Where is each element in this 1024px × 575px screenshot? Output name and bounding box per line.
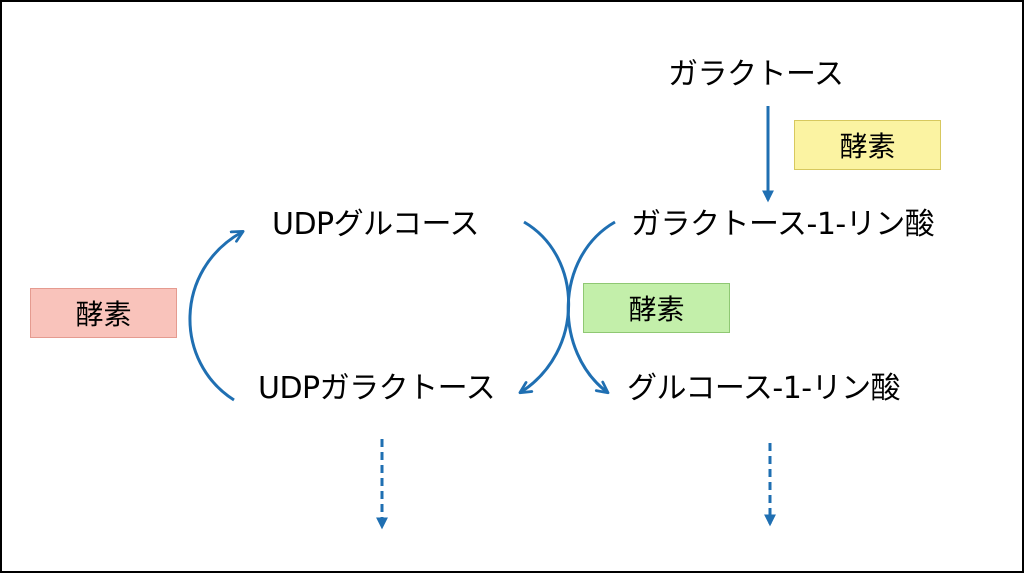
arrow-gal1p-to-glc1p	[566, 220, 616, 395]
arrow-udpgal-to-udpglc	[188, 229, 245, 402]
enzyme-box-left: 酵素	[30, 288, 177, 338]
enzyme-box-top: 酵素	[794, 120, 941, 170]
node-galactose-1-phosphate: ガラクトース-1-リン酸	[631, 207, 935, 242]
node-galactose: ガラクトース	[668, 57, 844, 92]
enzyme-label-middle: 酵素	[628, 293, 685, 326]
arrow-udpglc-to-udpgal	[518, 220, 571, 395]
node-udp-galactose: UDPガラクトース	[258, 371, 496, 406]
node-udp-glucose: UDPグルコース	[272, 207, 480, 242]
enzyme-box-middle: 酵素	[583, 283, 730, 333]
enzyme-label-left: 酵素	[75, 298, 132, 331]
enzyme-label-top: 酵素	[839, 130, 896, 163]
node-glucose-1-phosphate: グルコース-1-リン酸	[627, 371, 901, 406]
